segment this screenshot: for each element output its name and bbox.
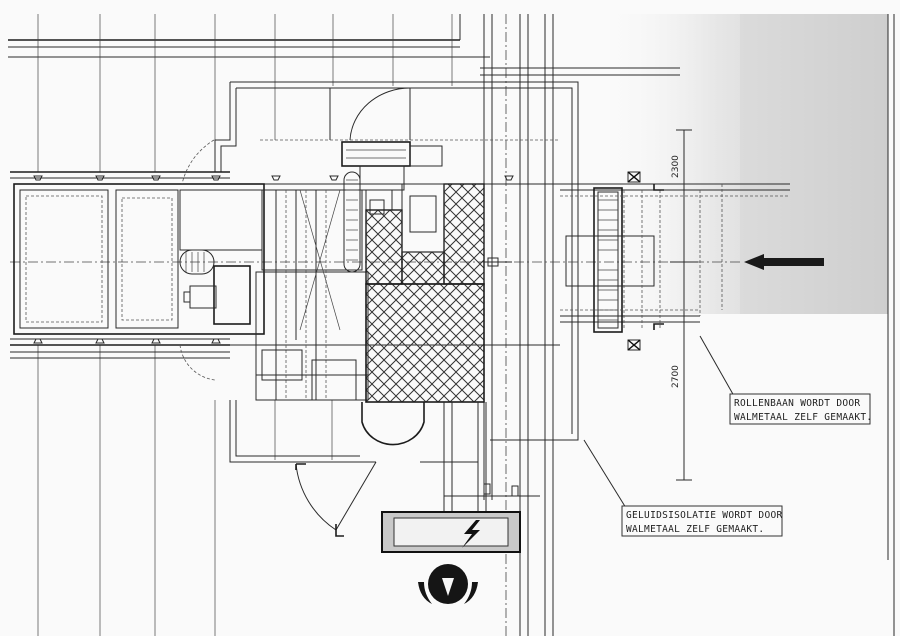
flow-arrow-icon [744,254,824,270]
grid-lines [37,14,453,636]
lower-duct [443,402,540,512]
dimension-lower: 2700 [671,365,681,388]
leader-line-roller [699,335,735,397]
round-tank [361,402,425,446]
dimension-line [670,129,698,481]
note-insulation-line2: WALMETAAL ZELF GEMAAKT. [626,524,764,535]
note-box-insulation [621,505,783,537]
left-chamber [13,183,265,335]
note-roller-line2: WALMETAAL ZELF GEMAAKT. [734,412,872,423]
leader-line-insulation [583,439,627,509]
mount-brackets [627,171,664,351]
note-insulation-line1: GELUIDSISOLATIE WORDT DOOR [626,510,783,521]
blower-unit [179,139,251,381]
note-roller-line1: ROLLENBAAN WORDT DOOR [734,398,860,409]
outer-enclosure [214,81,579,463]
roller-marks [33,175,514,344]
lightning-icon [462,520,480,548]
inner-room [260,87,560,141]
electrical-box [381,511,521,553]
roller-table [560,184,790,333]
horned-logo-icon [418,564,478,604]
top-unit [341,141,443,215]
machine-section [255,171,369,401]
door-swings [295,461,377,537]
insulation-block [365,183,512,403]
top-border-lines [8,14,490,58]
dimension-upper: 2300 [671,155,681,178]
note-box-roller [729,393,871,425]
